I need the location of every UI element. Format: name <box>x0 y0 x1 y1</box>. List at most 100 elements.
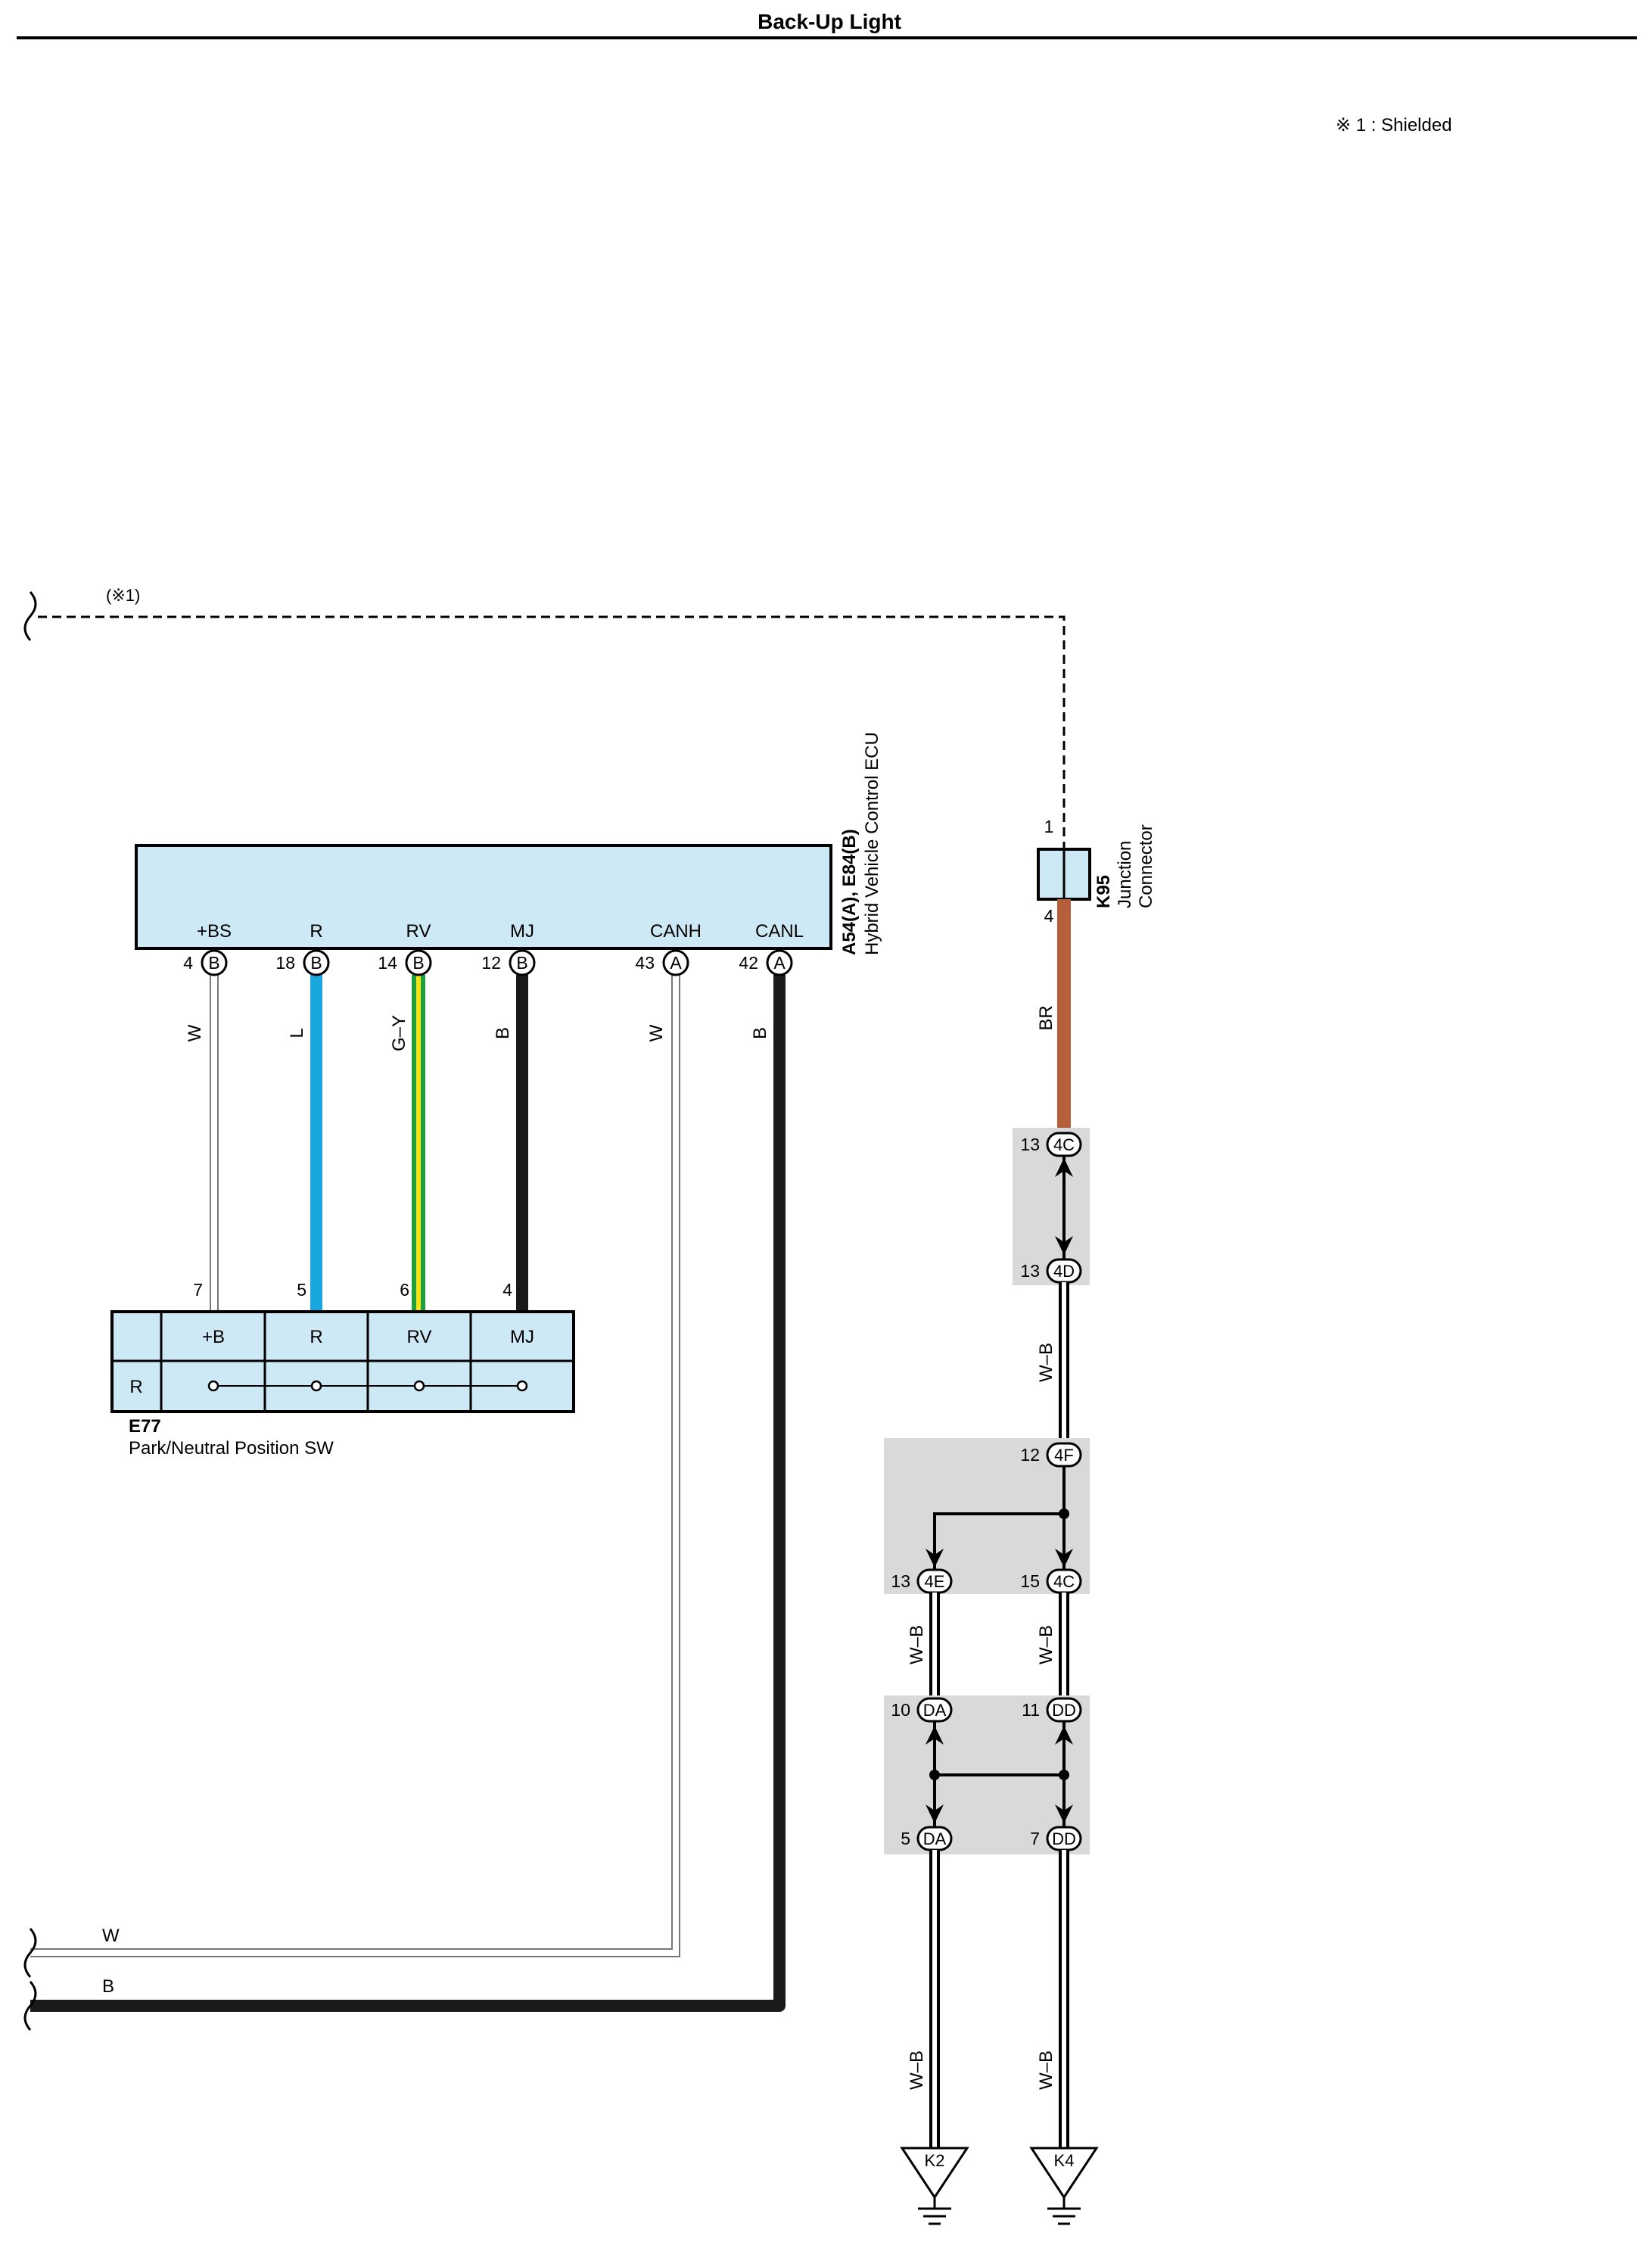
wire-color-label: B <box>750 1027 770 1039</box>
shield-dashed-line <box>38 615 1066 849</box>
wire-color-label: W <box>185 1024 205 1041</box>
junction-pin-bottom: 4 <box>1044 906 1054 926</box>
ground-icon <box>900 2147 969 2200</box>
connector-dd-bottom: 7 DD <box>1030 1826 1082 1851</box>
ecu-terminal-label: MJ <box>510 921 534 942</box>
ecu-pin-number: 4 <box>183 953 193 973</box>
splice-point <box>1059 1509 1069 1519</box>
ecu-pin: 42 A <box>739 949 793 976</box>
connector-id: 4F <box>1054 1446 1074 1465</box>
ground-k2: K2 <box>900 2147 969 2225</box>
ground-icon <box>1029 2147 1099 2200</box>
ecu-pin: 12 B <box>481 949 536 976</box>
switch-continuity-dot <box>413 1380 425 1392</box>
wire-color-label: G–Y <box>389 1015 409 1051</box>
ecu-terminal-label: CANL <box>755 921 804 942</box>
junction-code: K95 <box>1094 875 1114 908</box>
switch-pin-numbers: 7 5 6 4 <box>193 1280 512 1300</box>
ecu-pin-conn: B <box>516 953 527 973</box>
wire-color-labels: W L G–Y B W B <box>185 1015 770 1051</box>
switch-header: +B <box>202 1327 225 1347</box>
wire-break-mark-b <box>23 1981 37 2031</box>
connector-id: 4D <box>1053 1262 1075 1281</box>
ecu-pins: 4 B 18 B 14 B 12 B 43 A 42 A <box>183 949 793 976</box>
ecu-code: A54(A), E84(B) <box>839 829 860 955</box>
connector-dd-top: 11 DD <box>1022 1697 1082 1723</box>
ecu-pin-conn: A <box>773 953 786 973</box>
connector-id: DA <box>923 1701 947 1720</box>
connector-pin: 13 <box>1020 1135 1040 1154</box>
page-title: Back-Up Light <box>758 10 901 33</box>
switch-continuity-dot <box>310 1380 322 1392</box>
shield-label: (※1) <box>106 586 140 605</box>
ecu-terminal-label: +BS <box>197 921 232 942</box>
ecu-pin-conn: B <box>208 953 219 973</box>
wire-color-label: L <box>287 1028 307 1038</box>
wire-color-label: W <box>646 1024 667 1041</box>
connector-id: DD <box>1052 1701 1076 1720</box>
wire-wb-label: W–B <box>907 1625 927 1664</box>
switch-header: MJ <box>510 1327 534 1347</box>
splice-point <box>1059 1770 1069 1780</box>
ground-id: K2 <box>925 2151 945 2170</box>
connector-da-top: 10 DA <box>891 1697 953 1723</box>
wire-b-canl <box>30 975 786 2012</box>
wire-w-canh <box>30 975 680 1957</box>
ecu-pin: 43 A <box>635 949 689 976</box>
connector-pin: 12 <box>1020 1445 1040 1465</box>
switch-table: +B R RV MJ R <box>110 1310 575 1413</box>
connector-4d: 13 4D <box>1020 1258 1082 1284</box>
junction-pin-top: 1 <box>1044 817 1054 836</box>
connector-id: 4C <box>1053 1572 1075 1591</box>
connector-pin: 5 <box>901 1829 910 1848</box>
ecu-terminal-label: CANH <box>650 921 702 942</box>
connector-pin: 13 <box>1020 1261 1040 1281</box>
ground-k4: K4 <box>1029 2147 1099 2225</box>
switch-name: Park/Neutral Position SW <box>129 1438 334 1459</box>
wire-br-label: BR <box>1036 1005 1056 1030</box>
wire-wb-label: W–B <box>907 2050 927 2090</box>
switch-continuity-dot <box>207 1380 219 1392</box>
ecu-box <box>135 844 832 950</box>
connector-da-bottom: 5 DA <box>901 1826 953 1851</box>
wire-wb-label: W–B <box>1036 1625 1056 1664</box>
switch-pin-number: 4 <box>502 1280 512 1300</box>
switch-header: R <box>310 1327 322 1347</box>
connector-pin: 7 <box>1030 1829 1040 1848</box>
can-wire-label: W <box>102 1926 120 1946</box>
switch-header: RV <box>407 1327 432 1347</box>
splice-point <box>929 1770 940 1780</box>
switch-pin-number: 5 <box>297 1280 306 1300</box>
ecu-pin-conn: B <box>310 953 322 973</box>
switch-continuity-dot <box>516 1380 528 1392</box>
switch-pin-number: 6 <box>400 1280 409 1300</box>
ecu-pin: 14 B <box>378 949 432 976</box>
ecu-terminal-labels: +BS R RV MJ CANH CANL <box>197 921 804 942</box>
wire-wb-label: W–B <box>1036 1343 1056 1382</box>
connector-pin: 10 <box>891 1700 910 1720</box>
connector-4e: 13 4E <box>891 1568 953 1594</box>
ecu-pin-number: 43 <box>635 953 655 973</box>
ecu-pin-number: 18 <box>275 953 295 973</box>
ecu-pin-conn: B <box>412 953 424 973</box>
wire-break-mark-shield <box>23 591 37 641</box>
switch-pin-number: 7 <box>193 1280 203 1300</box>
junction-name-1: Junction <box>1115 841 1135 908</box>
connector-id: DD <box>1052 1829 1076 1848</box>
connector-id: DA <box>923 1829 947 1848</box>
shielded-note: ※ 1 : Shielded <box>1336 115 1452 135</box>
ecu-pin-number: 42 <box>739 953 758 973</box>
switch-code: E77 <box>129 1416 161 1437</box>
ecu-pin: 4 B <box>183 949 228 976</box>
connector-pin: 11 <box>1022 1700 1040 1720</box>
connector-pin: 13 <box>891 1571 910 1591</box>
ecu-terminal-label: RV <box>406 921 431 942</box>
ground-id: K4 <box>1054 2151 1075 2170</box>
connector-id: 4C <box>1053 1135 1075 1154</box>
connector-id: 4E <box>925 1572 945 1591</box>
connector-4c-top: 13 4C <box>1020 1132 1082 1157</box>
can-wire-label: B <box>102 1976 114 1997</box>
wire-wb-label: W–B <box>1036 2050 1056 2090</box>
connector-4c-bottom: 15 4C <box>1020 1568 1082 1594</box>
